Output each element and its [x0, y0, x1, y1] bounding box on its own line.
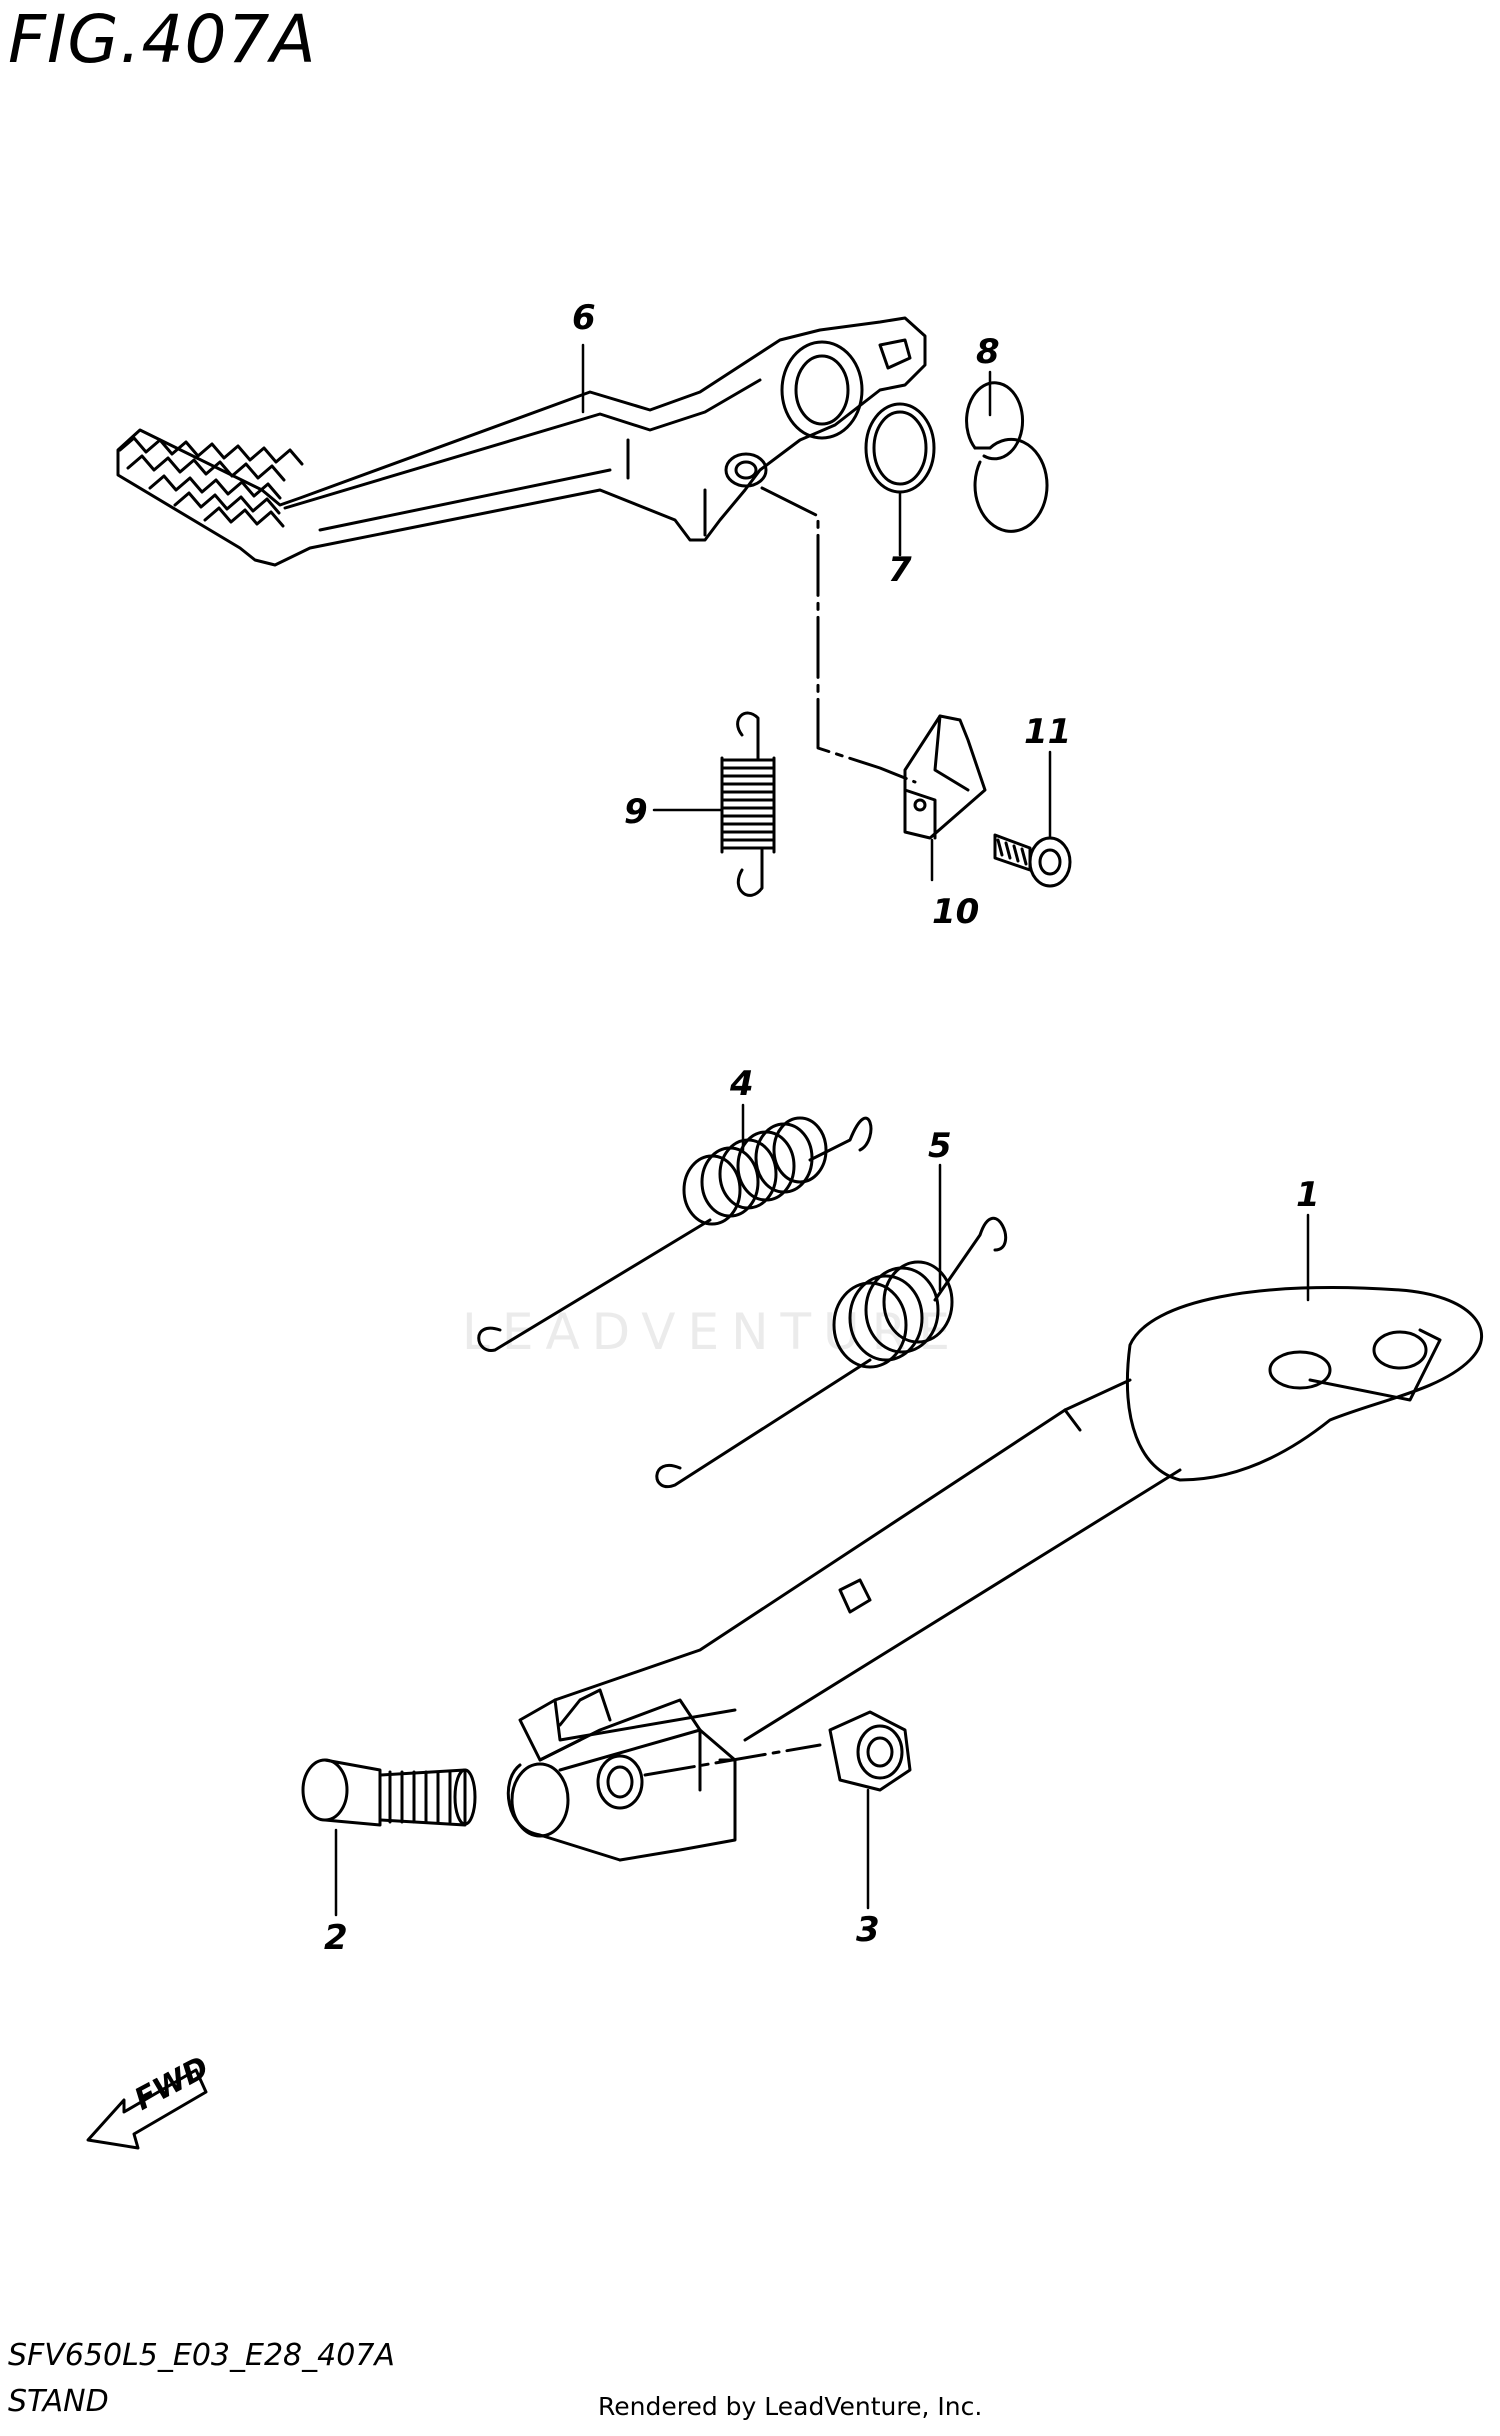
pivot-bolt-drawing	[301, 1758, 477, 1827]
side-stand-drawing	[506, 1285, 1483, 1862]
callout-7: 7	[888, 550, 912, 590]
callout-11: 11	[1024, 712, 1072, 752]
circlip-drawing	[965, 381, 1049, 533]
callout-2: 2	[324, 1918, 348, 1958]
o-ring-drawing	[864, 402, 936, 494]
figure-title: FIG.407A	[8, 1, 317, 78]
callout-6: 6	[572, 298, 596, 338]
nut-drawing	[828, 1710, 912, 1792]
stand-spring-4-drawing	[477, 1116, 873, 1352]
fwd-arrow-icon	[86, 2068, 208, 2150]
callout-10: 10	[932, 892, 980, 932]
section-name: STAND	[8, 2384, 109, 2419]
stand-spring-5-drawing	[655, 1216, 1008, 1489]
leader-lines	[334, 343, 1310, 1917]
callout-9: 9	[624, 792, 648, 832]
bracket-drawing	[903, 714, 987, 840]
model-code: SFV650L5_E03_E28_407A	[8, 2338, 395, 2373]
callout-4: 4	[730, 1064, 754, 1104]
callout-3: 3	[856, 1910, 880, 1950]
bolt-drawing	[993, 833, 1072, 888]
callout-1: 1	[1296, 1175, 1320, 1215]
return-spring-drawing	[720, 711, 776, 897]
callout-5: 5	[928, 1126, 952, 1166]
rendered-by-credit: Rendered by LeadVenture, Inc.	[598, 2392, 983, 2421]
brake-pedal-drawing	[116, 316, 927, 567]
watermark: LEADVENTURE	[462, 1303, 962, 1361]
callout-8: 8	[976, 332, 1000, 372]
